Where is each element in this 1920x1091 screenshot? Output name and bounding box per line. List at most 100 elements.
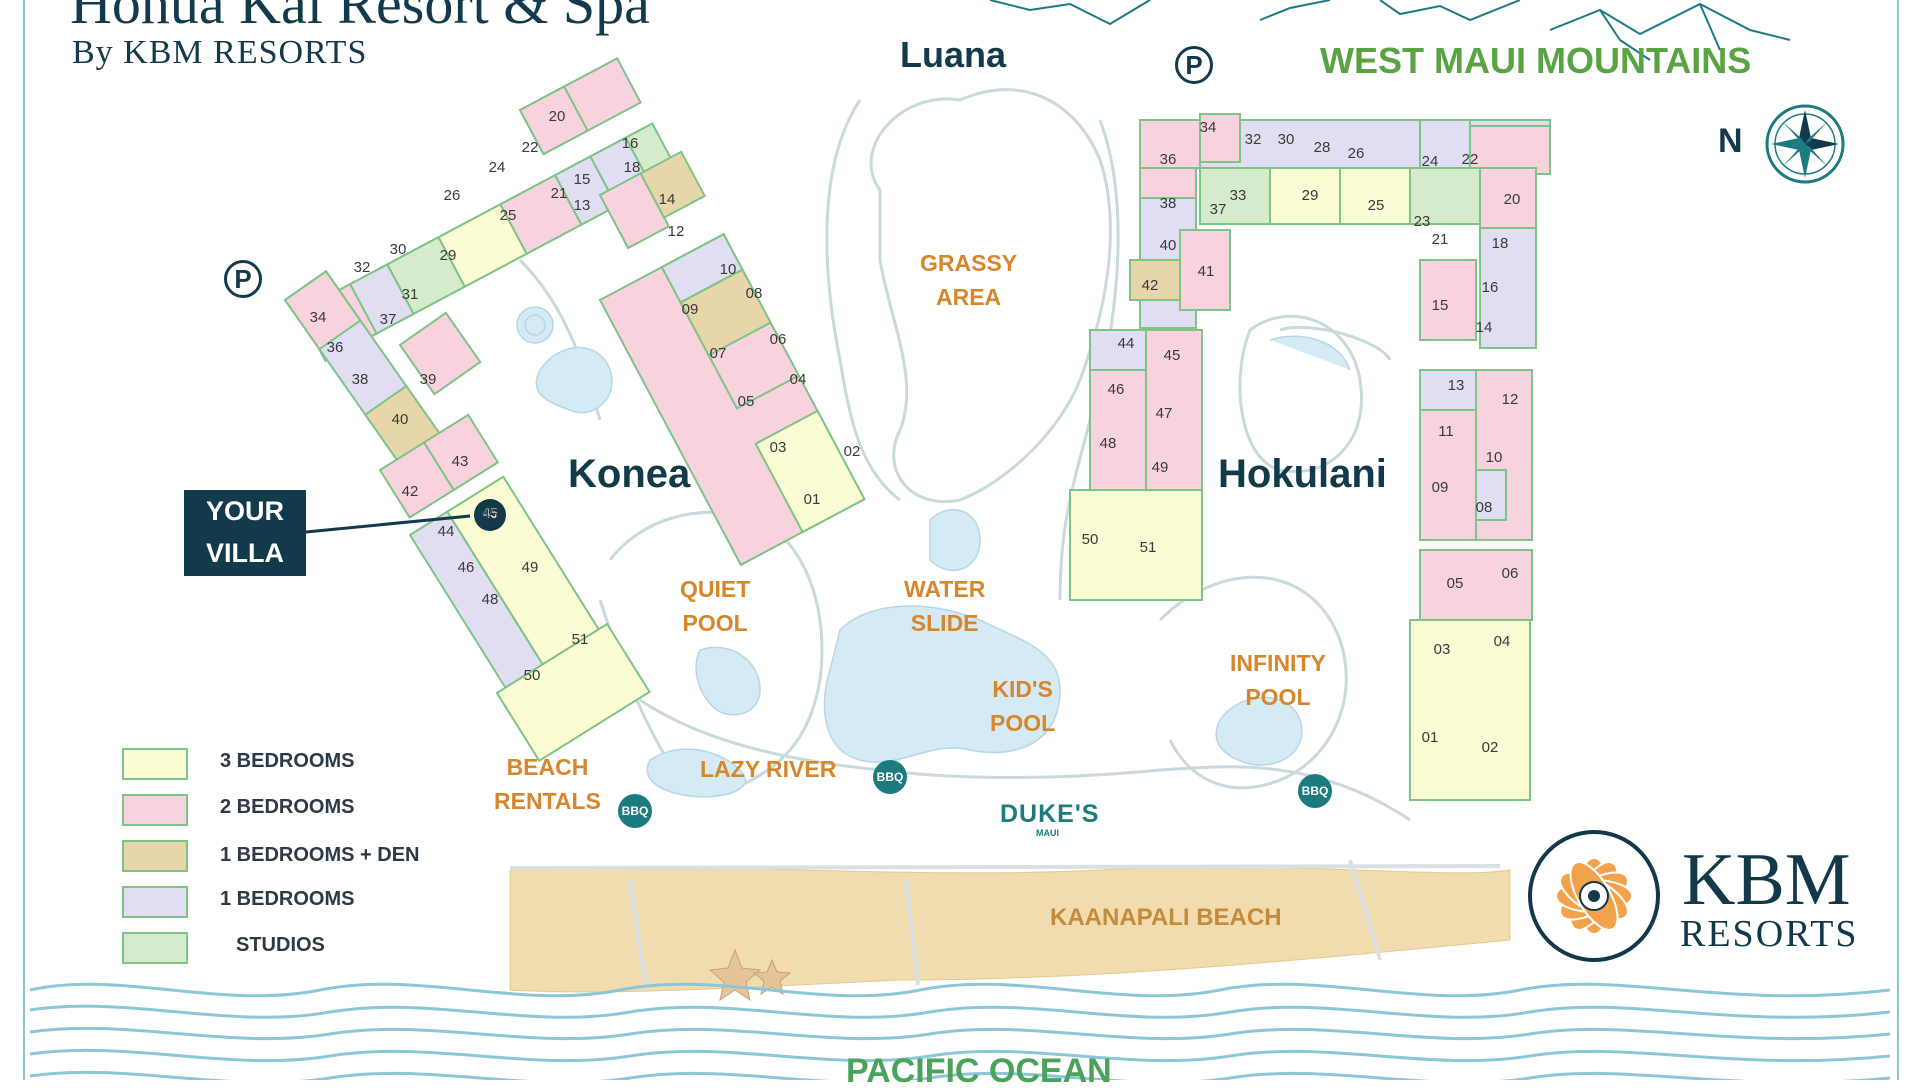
konea-unit-03[interactable]: 03 <box>769 439 787 456</box>
konea-unit-05[interactable]: 05 <box>737 393 755 410</box>
hokulani-unit-14[interactable]: 14 <box>1475 319 1493 336</box>
konea-unit-08[interactable]: 08 <box>745 285 763 302</box>
legend-swatch-2br <box>122 794 188 826</box>
legend-swatch-3br <box>122 748 188 780</box>
hokulani-unit-13[interactable]: 13 <box>1447 377 1465 394</box>
hokulani-unit-02[interactable]: 02 <box>1481 739 1499 756</box>
konea-unit-12[interactable]: 12 <box>667 223 685 240</box>
hokulani-unit-24[interactable]: 24 <box>1421 153 1439 170</box>
hokulani-unit-34[interactable]: 34 <box>1199 119 1217 136</box>
konea-unit-36[interactable]: 36 <box>326 339 344 356</box>
hokulani-unit-49[interactable]: 49 <box>1151 459 1169 476</box>
konea-unit-34[interactable]: 34 <box>309 309 327 326</box>
konea-unit-14[interactable]: 14 <box>658 191 676 208</box>
bbq-icon[interactable]: BBQ <box>873 760 907 794</box>
konea-unit-44[interactable]: 44 <box>437 523 455 540</box>
hokulani-unit-50[interactable]: 50 <box>1081 531 1099 548</box>
konea-unit-10[interactable]: 10 <box>719 261 737 278</box>
konea-unit-51[interactable]: 51 <box>571 631 589 648</box>
hokulani-unit-10[interactable]: 10 <box>1485 449 1503 466</box>
konea-label: Konea <box>568 452 691 496</box>
your-villa-tag[interactable]: YOUR VILLA <box>184 490 306 576</box>
hokulani-unit-06[interactable]: 06 <box>1501 565 1519 582</box>
hokulani-unit-48[interactable]: 48 <box>1099 435 1117 452</box>
hokulani-unit-18[interactable]: 18 <box>1491 235 1509 252</box>
konea-unit-42[interactable]: 42 <box>401 483 419 500</box>
hokulani-unit-46[interactable]: 46 <box>1107 381 1125 398</box>
konea-unit-48[interactable]: 48 <box>481 591 499 608</box>
hokulani-unit-09[interactable]: 09 <box>1431 479 1449 496</box>
hokulani-unit-08[interactable]: 08 <box>1475 499 1493 516</box>
bbq-icon[interactable]: BBQ <box>1298 774 1332 808</box>
hokulani-unit-44[interactable]: 44 <box>1117 335 1135 352</box>
hokulani-unit-38[interactable]: 38 <box>1159 195 1177 212</box>
konea-unit-07[interactable]: 07 <box>709 345 727 362</box>
konea-unit-32[interactable]: 32 <box>353 259 371 276</box>
konea-unit-01[interactable]: 01 <box>803 491 821 508</box>
konea-unit-50[interactable]: 50 <box>523 667 541 684</box>
hokulani-unit-03[interactable]: 03 <box>1433 641 1451 658</box>
hokulani-unit-41[interactable]: 41 <box>1197 263 1215 280</box>
hokulani-unit-12[interactable]: 12 <box>1501 391 1519 408</box>
hokulani-unit-26[interactable]: 26 <box>1347 145 1365 162</box>
hokulani-unit-30[interactable]: 30 <box>1277 131 1295 148</box>
hokulani-unit-47[interactable]: 47 <box>1155 405 1173 422</box>
hokulani-unit-33[interactable]: 33 <box>1229 187 1247 204</box>
konea-unit-40[interactable]: 40 <box>391 411 409 428</box>
konea-unit-25[interactable]: 25 <box>499 207 517 224</box>
konea-unit-20[interactable]: 20 <box>548 108 566 125</box>
hokulani-unit-36[interactable]: 36 <box>1159 151 1177 168</box>
bbq-icon[interactable]: BBQ <box>618 794 652 828</box>
konea-unit-39[interactable]: 39 <box>419 371 437 388</box>
hokulani-unit-05[interactable]: 05 <box>1446 575 1464 592</box>
konea-unit-29[interactable]: 29 <box>439 247 457 264</box>
konea-unit-31[interactable]: 31 <box>401 286 419 303</box>
hokulani-unit-01[interactable]: 01 <box>1421 729 1439 746</box>
compass-icon <box>1765 104 1845 184</box>
hokulani-unit-20[interactable]: 20 <box>1503 191 1521 208</box>
konea-unit-15[interactable]: 15 <box>573 171 591 188</box>
parking-icon[interactable]: P <box>224 260 262 298</box>
konea-unit-43[interactable]: 43 <box>451 453 469 470</box>
hokulani-unit-51[interactable]: 51 <box>1139 539 1157 556</box>
konea-unit-45[interactable]: 45 <box>481 506 499 523</box>
konea-unit-26[interactable]: 26 <box>443 187 461 204</box>
hokulani-unit-16[interactable]: 16 <box>1481 279 1499 296</box>
konea-unit-16[interactable]: 16 <box>621 135 639 152</box>
hokulani-unit-25[interactable]: 25 <box>1367 197 1385 214</box>
legend-label-1br-den: 1 BEDROOMS + DEN <box>220 844 420 866</box>
hokulani-unit-21[interactable]: 21 <box>1431 231 1449 248</box>
hokulani-unit-29[interactable]: 29 <box>1301 187 1319 204</box>
konea-unit-21[interactable]: 21 <box>550 185 568 202</box>
hokulani-unit-37[interactable]: 37 <box>1209 201 1227 218</box>
konea-unit-04[interactable]: 04 <box>789 371 807 388</box>
water-features <box>516 306 1351 798</box>
parking-icon[interactable]: P <box>1175 46 1213 84</box>
legend-swatch-studio <box>122 932 188 964</box>
konea-unit-49[interactable]: 49 <box>521 559 539 576</box>
konea-unit-02[interactable]: 02 <box>843 443 861 460</box>
hokulani-unit-42[interactable]: 42 <box>1141 277 1159 294</box>
legend-swatch-1br-den <box>122 840 188 872</box>
hokulani-unit-11[interactable]: 11 <box>1438 423 1454 440</box>
konea-unit-22[interactable]: 22 <box>521 139 539 156</box>
konea-unit-06[interactable]: 06 <box>769 331 787 348</box>
konea-unit-37[interactable]: 37 <box>379 311 397 328</box>
konea-unit-09[interactable]: 09 <box>681 301 699 318</box>
konea-unit-46[interactable]: 46 <box>457 559 475 576</box>
hokulani-unit-22[interactable]: 22 <box>1461 151 1479 168</box>
hokulani-unit-04[interactable]: 04 <box>1493 633 1511 650</box>
konea-unit-30[interactable]: 30 <box>389 241 407 258</box>
konea-unit-18[interactable]: 18 <box>623 159 641 176</box>
hokulani-unit-23[interactable]: 23 <box>1413 213 1431 230</box>
hokulani-unit-32[interactable]: 32 <box>1244 131 1262 148</box>
hokulani-unit-15[interactable]: 15 <box>1431 297 1449 314</box>
konea-unit-13[interactable]: 13 <box>573 197 591 214</box>
hokulani-unit-45[interactable]: 45 <box>1163 347 1181 364</box>
hokulani-unit-28[interactable]: 28 <box>1313 139 1331 156</box>
legend-label-2br: 2 BEDROOMS <box>220 796 355 818</box>
ocean-waves <box>29 982 1891 1080</box>
konea-unit-38[interactable]: 38 <box>351 371 369 388</box>
hokulani-unit-40[interactable]: 40 <box>1159 237 1177 254</box>
konea-unit-24[interactable]: 24 <box>488 159 506 176</box>
